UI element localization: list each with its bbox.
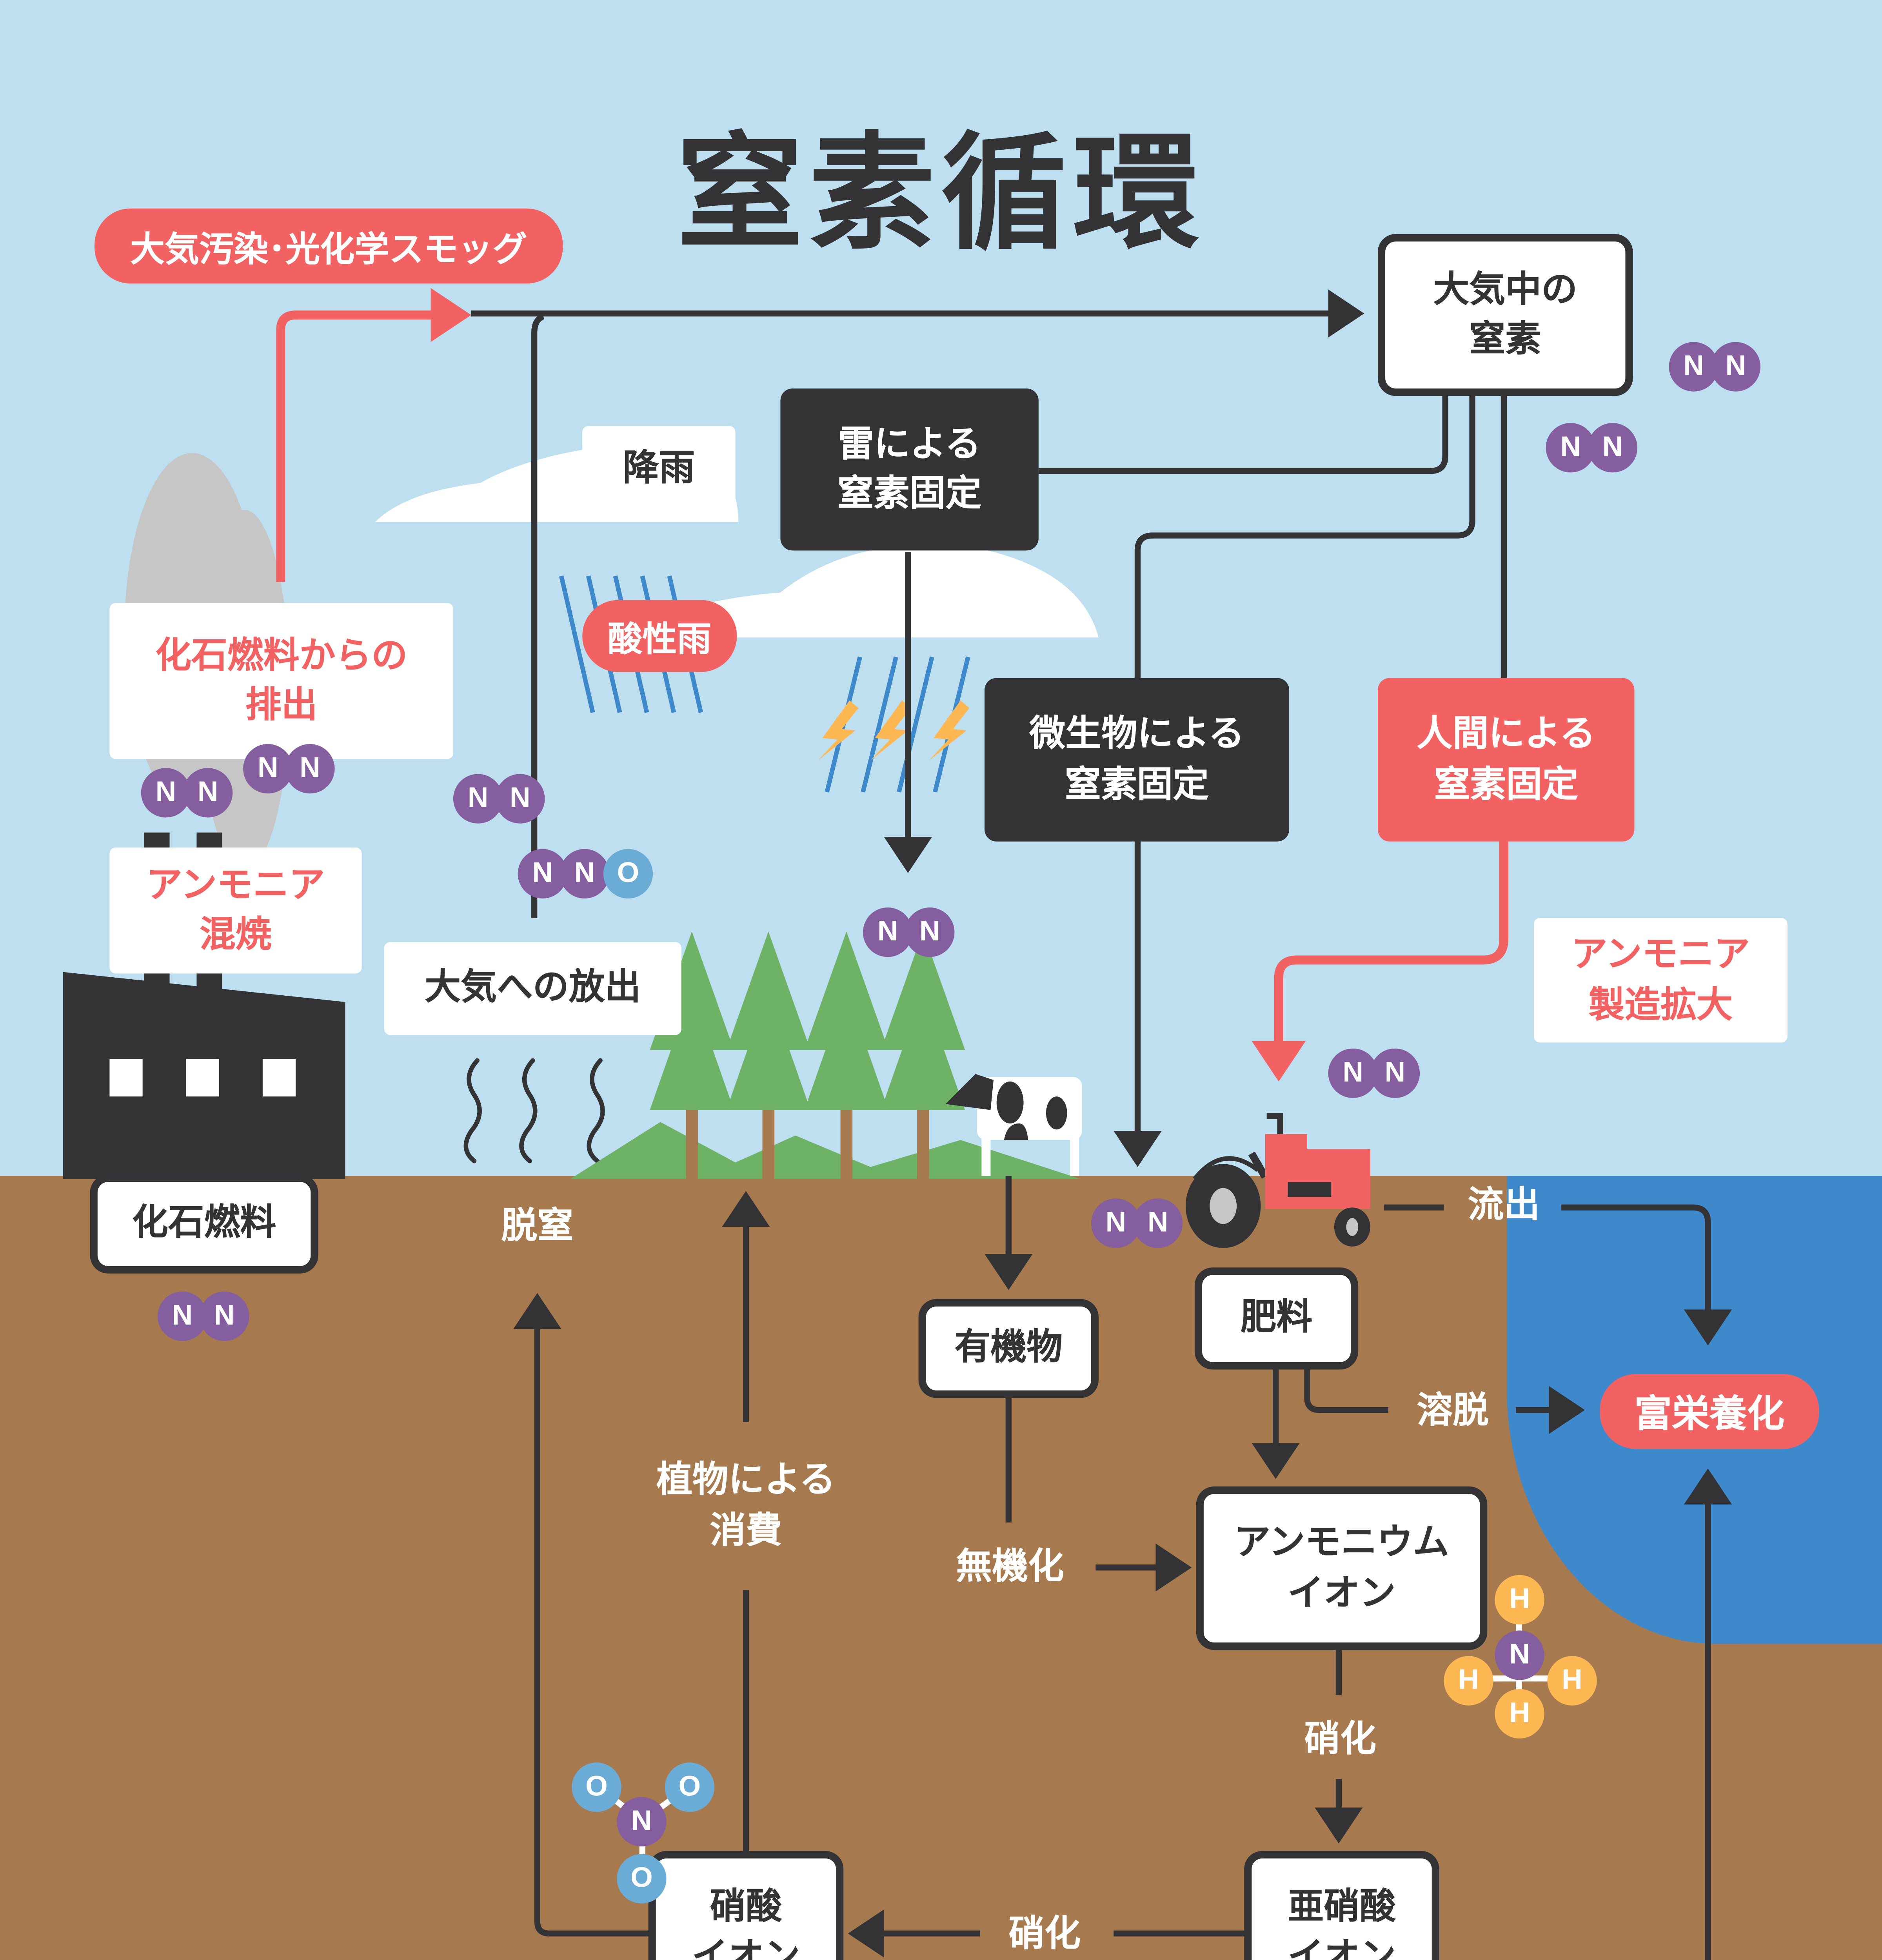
hydrogen-atom: H [1444,1656,1493,1706]
fossil-fuel-box: 化石燃料 [90,1174,318,1274]
tractor-icon [1185,1113,1370,1248]
ammonia-production-note: アンモニア 製造拡大 [1534,918,1788,1043]
nitrogen-atom: N [1091,1198,1141,1248]
nitrogen-atom: N [453,774,503,824]
oxygen-atom: O [603,849,653,899]
atmospheric-nitrogen-box: 大気中の 窒素 [1377,234,1633,396]
nitrogen-atom: N [560,849,610,899]
nitrogen-atom: N [863,907,913,957]
nitrogen-atom: N [1133,1198,1183,1248]
nitrate-ion-box: 硝酸 イオン [648,1851,844,1960]
ammonia-cofiring-note: アンモニア 混焼 [109,847,362,974]
rainfall-note: 降雨 [582,426,736,513]
release-to-atmosphere-note: 大気への放出 [384,942,681,1035]
emission-red-arrow [276,288,471,582]
lightning-bolt-icons [818,700,970,761]
denitrification-label: 脱窒 [501,1205,574,1247]
nitrogen-atom: N [905,907,955,957]
oxygen-atom: O [572,1762,621,1812]
hydrogen-atom: H [1547,1656,1597,1706]
factory-icon [63,832,345,1179]
nitrogen-atom: N [1495,1630,1544,1680]
nitrogen-atom: N [495,774,545,824]
nitrogen-atom: N [1669,342,1719,392]
hills [570,1122,1081,1179]
fertilizer-box: 肥料 [1194,1267,1359,1370]
denitrification-arrow [513,1293,652,1937]
nitrogen-atom: N [518,849,567,899]
fossil-emission-note: 化石燃料からの 排出 [109,603,453,759]
nitrogen-atom: N [200,1291,249,1341]
rain-cloud-right [615,544,1099,638]
runoff-arrow [1560,1204,1732,1346]
page-title: 窒素循環 [677,120,1205,267]
nitrogen-atom: N [141,768,191,818]
nitrogen-atom: N [1546,423,1595,473]
nitrogen-atom: N [1370,1048,1420,1098]
oxygen-atom: O [665,1762,715,1812]
nitrite-ion-box: 亜硝酸 イオン [1244,1851,1439,1960]
fertilizer-leach-line [1304,1365,1388,1413]
cow-icon [945,1074,1082,1176]
acid-rain-badge: 酸性雨 [582,600,737,672]
eutrophication-badge: 富栄養化 [1600,1374,1819,1449]
air-pollution-badge: 大気汚染･光化学スモッグ [94,208,563,284]
ammonium-ion-box: アンモニウム イオン [1196,1486,1488,1650]
emission-wave-icons [463,1058,605,1163]
nitrogen-atom: N [157,1291,207,1341]
nitrogen-atom: N [285,744,335,794]
nitrification-label-vertical: 硝化 [1304,1718,1377,1760]
nitrification-label-horizontal: 硝化 [1008,1913,1081,1955]
nitrogen-atom: N [1711,342,1761,392]
leaching-label-fertilizer: 溶脱 [1417,1389,1489,1432]
forest-trees [650,931,965,1179]
release-line [531,314,545,918]
atm-to-lightning-line [1038,393,1448,474]
nitrogen-atom: N [617,1797,667,1847]
nitrogen-atom: N [1588,423,1638,473]
plant-uptake-label: 植物による 消費 [656,1458,836,1551]
atm-to-microbial-line [1134,393,1475,678]
hydrogen-atom: H [1495,1689,1544,1739]
runoff-label: 流出 [1468,1183,1540,1226]
lightning-fixation-box: 雷による 窒素固定 [780,388,1039,551]
human-to-tractor-red-arrow [1252,840,1508,1082]
nitrogen-atom: N [243,744,293,794]
human-fixation-box: 人間による 窒素固定 [1377,678,1635,842]
mineralization-label: 無機化 [956,1545,1064,1588]
nitrogen-atom: N [183,768,233,818]
nitrogen-atom: N [1328,1048,1378,1098]
microbial-fixation-box: 微生物による 窒素固定 [985,678,1290,842]
organic-matter-box: 有機物 [918,1299,1099,1398]
oxygen-atom: O [617,1854,667,1904]
hydrogen-atom: H [1495,1575,1544,1625]
